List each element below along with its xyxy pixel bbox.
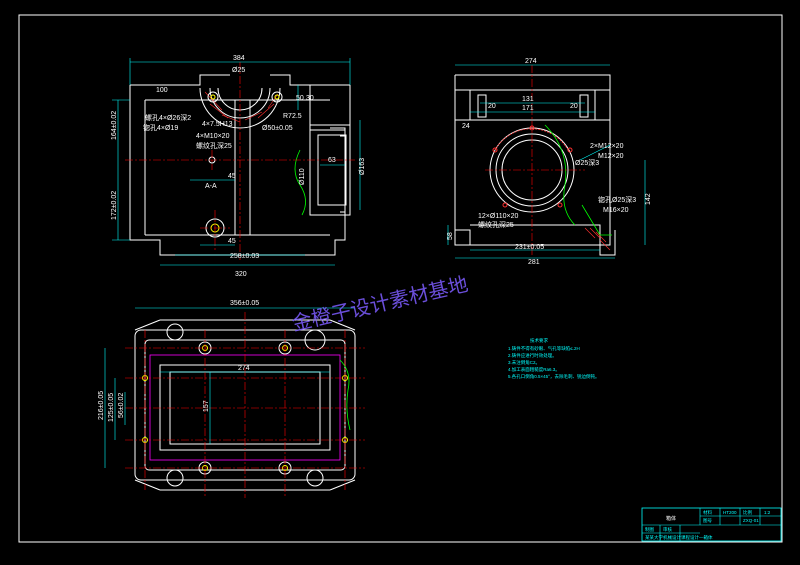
tb-bottom: 某某大学机械设计课程设计—箱体 — [645, 534, 713, 541]
drawing-border — [18, 14, 783, 543]
front-left-height-1: 164±0.02 — [111, 111, 118, 140]
notes-line-5: 5.各孔口倒角0.5×45°，去除毛刺、锐边倒钝。 — [508, 373, 599, 380]
front-radius: R72.5 — [283, 113, 302, 120]
top-left-height-2: 125±0.05 — [108, 393, 115, 422]
top-view: 356±0.05 274 216±0.05 125±0.05 56±0.02 1… — [98, 300, 365, 498]
front-left-height-2: 172±0.02 — [111, 191, 118, 220]
front-width-base: 320 — [235, 271, 247, 278]
notes-line-1: 1.铸件不得有砂眼、气孔等缺陷≤.2H — [508, 345, 580, 352]
top-inner-width: 274 — [238, 365, 250, 372]
front-mid-gap: 45 — [228, 173, 236, 180]
tb-name: 箱体 — [666, 515, 676, 522]
front-left-small: 100 — [156, 87, 168, 94]
notes-line-3: 3.未注倒角C2。 — [508, 359, 540, 366]
side-note-d: M16×20 — [603, 207, 629, 214]
side-view: 274 171 131 231±0.05 281 20 20 24 142 58… — [447, 58, 652, 266]
side-base-total: 281 — [528, 259, 540, 266]
front-hole-note-4: 4×M10×20 — [196, 133, 230, 140]
front-section-label: A-A — [205, 183, 217, 190]
tb-cell-2: HT200 — [723, 510, 737, 515]
front-hole-note-1: 螺孔4×Ø26深2 — [145, 113, 191, 122]
front-center-span: 258±0.03 — [230, 253, 259, 260]
front-bottom-gap: 45 — [228, 238, 236, 245]
technical-notes: 技术要求 1.铸件不得有砂眼、气孔等缺陷≤.2H 2.铸件应进行时效处理。 3.… — [508, 337, 599, 380]
front-right-flange: Ø25 — [232, 67, 245, 74]
tb-cell-8: ZXQ-01 — [743, 518, 759, 523]
notes-title: 技术要求 — [530, 337, 548, 344]
front-hole-note-2: 锪孔4×Ø19 — [143, 123, 178, 132]
front-bore-dia: Ø50±0.05 — [262, 125, 293, 132]
side-note-a: 2×M12×20 — [590, 143, 624, 150]
side-note-c: 锪孔Ø25深3 — [598, 195, 636, 204]
notes-line-4: 4.加工表面粗糙度Ra6.3。 — [508, 366, 560, 373]
side-left-20: 20 — [488, 103, 496, 110]
tb-cell-1: 材料 — [703, 509, 712, 516]
tb-cell-5: 图号 — [703, 518, 712, 524]
side-width-inner: 131 — [522, 96, 534, 103]
side-width-top: 274 — [525, 58, 537, 65]
side-note-e: 12×Ø110×20 — [478, 213, 518, 220]
top-left-height-3: 56±0.02 — [118, 393, 125, 418]
side-height-right: 142 — [645, 193, 652, 205]
front-offset-30: 30 — [306, 95, 314, 102]
front-right-dim: Ø163 — [359, 158, 366, 175]
top-mid-height: 157 — [203, 400, 210, 412]
tb-cell-4: 1:2 — [764, 510, 771, 515]
side-note-b: M12×20 — [598, 153, 624, 160]
front-hole-note-5: 螺纹孔深25 — [196, 141, 232, 150]
front-width-top: 384 — [233, 55, 245, 62]
side-height-left: 58 — [447, 232, 454, 240]
front-vert-small: Ø110 — [299, 168, 306, 185]
side-note-f: 螺纹孔深25 — [478, 220, 514, 229]
front-inner-dim: 63 — [328, 157, 336, 164]
tb-cell-3: 比例 — [743, 509, 752, 516]
front-hole-note-3: 4×7.5H13 — [202, 121, 233, 128]
front-offset-50: 50 — [296, 95, 304, 102]
top-left-height-1: 216±0.05 — [98, 391, 105, 420]
side-base-span: 231±0.05 — [515, 244, 544, 251]
side-right-20: 20 — [570, 103, 578, 110]
tb-cell-6: 制图 — [645, 526, 654, 533]
notes-line-2: 2.铸件应进行时效处理。 — [508, 352, 557, 359]
side-left-24: 24 — [462, 123, 470, 130]
title-block: 箱体 材料 HT200 比例 1:2 图号 制图 审核 ZXQ-01 某某大学机… — [641, 507, 782, 542]
top-width-total: 356±0.05 — [230, 300, 259, 307]
tb-cell-7: 审核 — [663, 526, 672, 533]
side-width-mid: 171 — [522, 105, 534, 112]
side-note-g: Ø25深3 — [575, 158, 599, 167]
front-view: 384 320 258±0.03 45 45 164±0.02 172±0.02… — [111, 55, 366, 278]
